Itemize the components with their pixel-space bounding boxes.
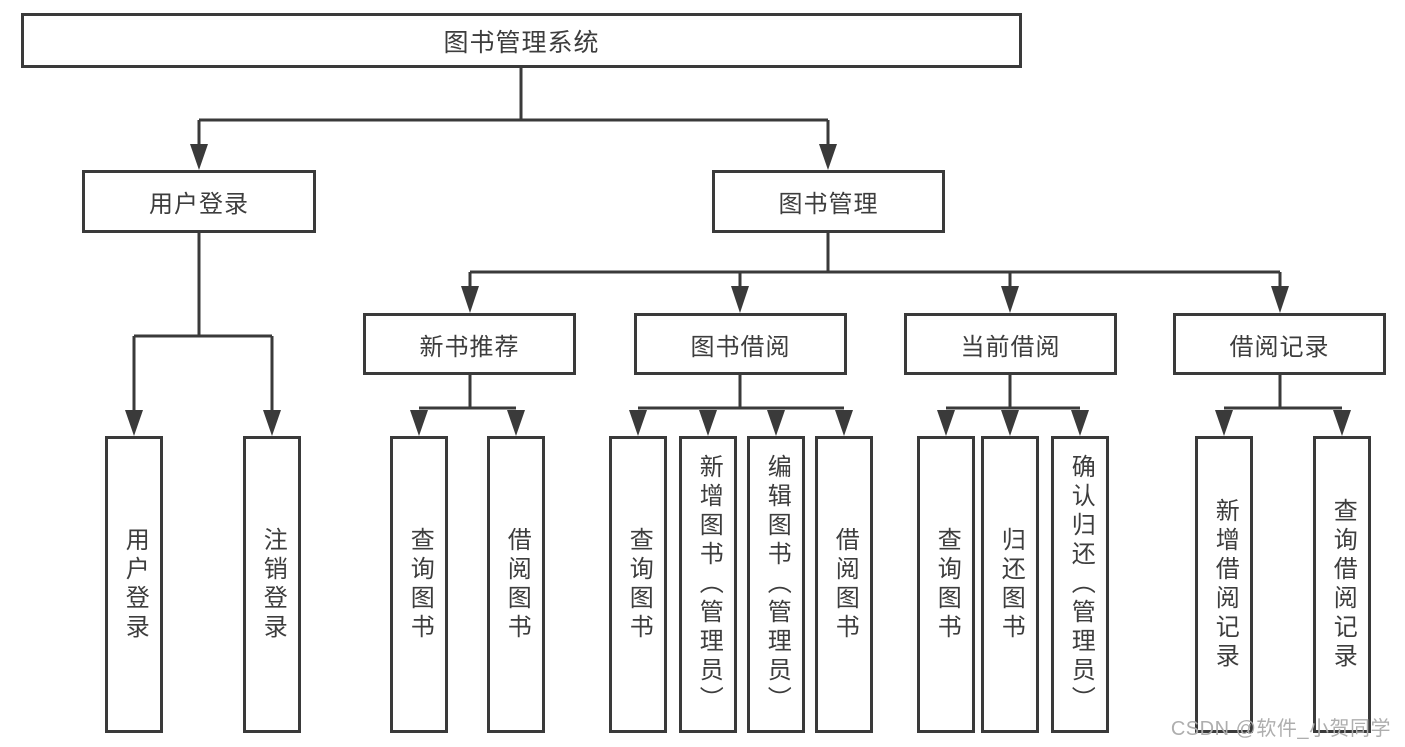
node-leaf-borrow-books-recommend: 借阅图书 [487, 436, 545, 733]
node-leaf-add-borrow-record: 新增借阅记录 [1195, 436, 1253, 733]
arrowhead [1071, 410, 1089, 436]
node-label: 查询图书 [406, 526, 434, 643]
node-label: 新增图书（管理员） [695, 454, 723, 715]
arrowhead [410, 410, 428, 436]
arrowhead [1001, 286, 1019, 313]
node-leaf-query-books-recommend: 查询图书 [390, 436, 448, 733]
node-label: 编辑图书（管理员） [763, 454, 791, 715]
node-label: 确认归还（管理员） [1067, 454, 1095, 715]
node-leaf-query-books-current: 查询图书 [917, 436, 975, 733]
node-leaf-logout: 注销登录 [243, 436, 301, 733]
csdn-watermark: CSDN @软件_小贺同学 [1170, 718, 1391, 740]
arrowhead [699, 410, 717, 436]
node-label: 图书管理 [778, 191, 879, 218]
node-label: 用户登录 [149, 191, 249, 218]
node-book-management: 图书管理 [712, 170, 945, 233]
arrowhead [937, 410, 955, 436]
node-book-borrowing: 图书借阅 [634, 313, 847, 375]
arrowhead [190, 144, 208, 170]
node-leaf-query-books-borrowing: 查询图书 [609, 436, 667, 733]
arrowhead [1271, 286, 1289, 313]
node-leaf-user-login: 用户登录 [105, 436, 163, 733]
arrowhead [125, 410, 143, 436]
node-label: 当前借阅 [960, 333, 1061, 361]
node-label: 新增借阅记录 [1211, 497, 1239, 672]
arrowhead [767, 410, 785, 436]
arrowhead [507, 410, 525, 436]
arrowhead [1001, 410, 1019, 436]
node-current-borrowing: 当前借阅 [904, 313, 1117, 375]
node-label: 借阅记录 [1229, 333, 1330, 361]
node-user-login: 用户登录 [82, 170, 316, 233]
node-new-book-recommendation: 新书推荐 [363, 313, 576, 375]
arrowhead [263, 410, 281, 436]
node-label: 借阅图书 [831, 526, 859, 643]
node-borrowing-records: 借阅记录 [1173, 313, 1386, 375]
node-label: 归还图书 [997, 526, 1025, 643]
node-leaf-query-borrow-record: 查询借阅记录 [1313, 436, 1371, 733]
node-label: 图书借阅 [690, 333, 791, 361]
node-label: 借阅图书 [503, 526, 531, 643]
arrowhead [1215, 410, 1233, 436]
node-label: 查询图书 [933, 526, 961, 643]
node-label: 用户登录 [121, 526, 149, 643]
node-system-root: 图书管理系统 [21, 13, 1022, 68]
node-leaf-confirm-return-admin: 确认归还（管理员） [1051, 436, 1109, 733]
node-label: 图书管理系统 [443, 28, 600, 57]
node-leaf-return-books: 归还图书 [981, 436, 1039, 733]
arrowhead [629, 410, 647, 436]
node-label: 注销登录 [259, 526, 287, 643]
arrowhead [819, 144, 837, 170]
arrowhead [731, 286, 749, 313]
node-label: 新书推荐 [419, 333, 520, 361]
node-leaf-borrow-books: 借阅图书 [815, 436, 873, 733]
node-leaf-edit-book-admin: 编辑图书（管理员） [747, 436, 805, 733]
node-leaf-add-book-admin: 新增图书（管理员） [679, 436, 737, 733]
node-label: 查询图书 [625, 526, 653, 643]
arrowhead [1333, 410, 1351, 436]
arrowhead [461, 286, 479, 313]
arrowhead [835, 410, 853, 436]
node-label: 查询借阅记录 [1329, 497, 1357, 672]
